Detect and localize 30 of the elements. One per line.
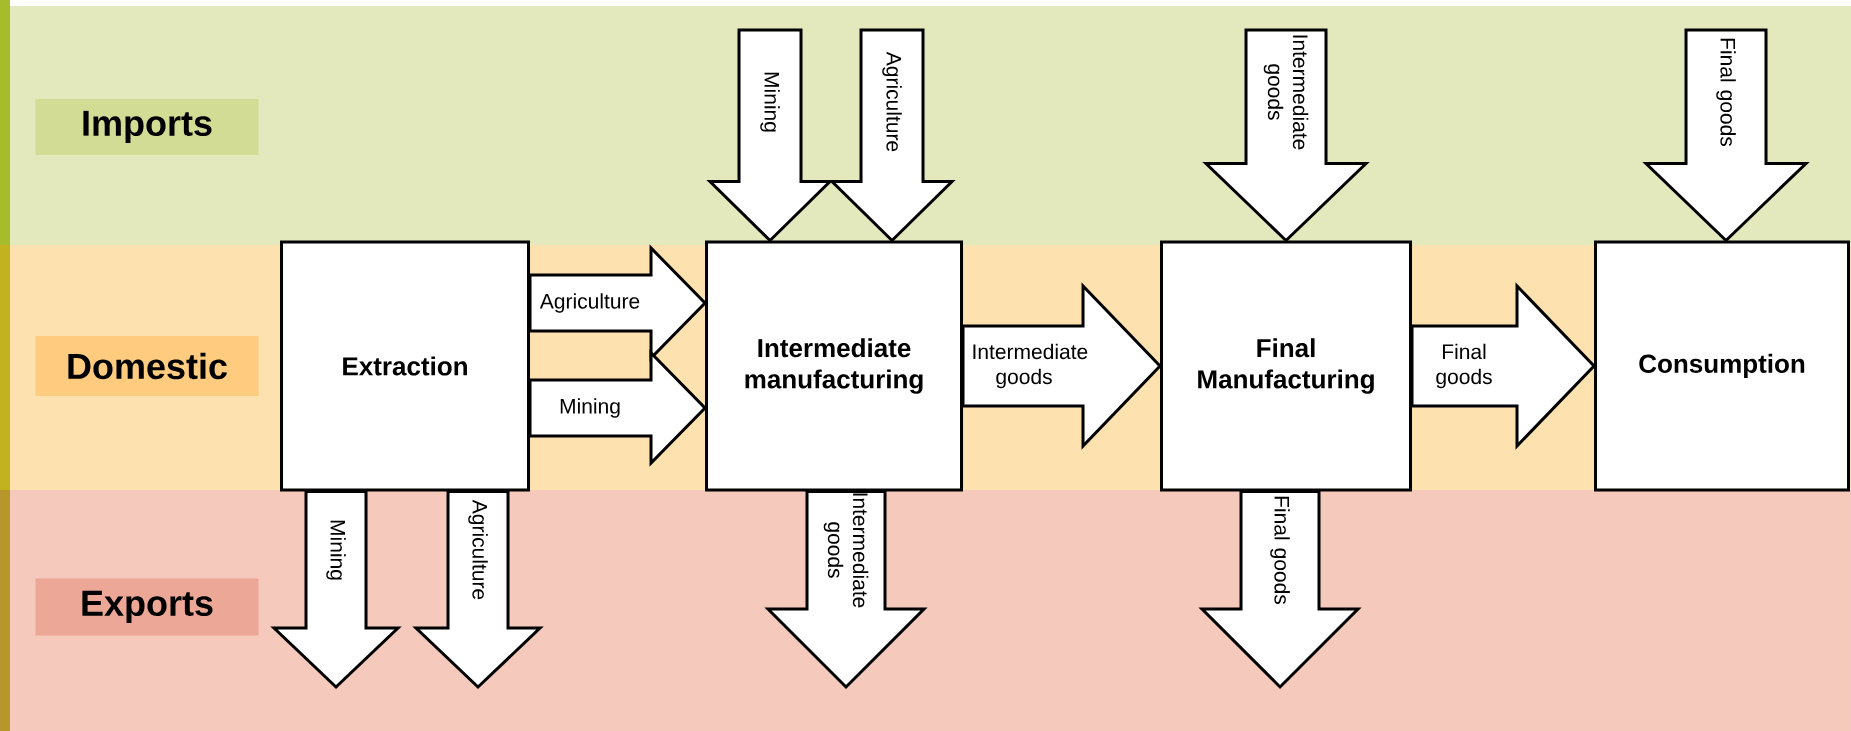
block-arrow xyxy=(961,282,1163,450)
edge-label: Intermediate goods xyxy=(973,343,1088,389)
edge-label: Agriculture xyxy=(539,293,640,313)
block-arrow xyxy=(412,490,544,690)
process-box: Final Manufacturing xyxy=(1160,240,1412,492)
block-arrow xyxy=(1642,28,1810,243)
process-box: Extraction xyxy=(280,240,530,492)
edge-label: Final goods xyxy=(1436,343,1492,389)
edge-label: Intermediate goods xyxy=(823,493,869,608)
edge-label: Final goods xyxy=(1716,38,1736,147)
process-box: Intermediate manufacturing xyxy=(705,240,963,492)
edge-label: Intermediate goods xyxy=(1263,35,1309,150)
block-arrow xyxy=(270,490,402,690)
edge-label: Mining xyxy=(326,520,346,580)
edge-label: Mining xyxy=(760,72,780,132)
block-arrow xyxy=(1198,490,1362,690)
band-label: Imports xyxy=(35,99,259,155)
block-arrow xyxy=(1410,282,1597,450)
edge-label: Agriculture xyxy=(882,51,902,152)
block-arrow xyxy=(828,28,956,243)
edge-label: Final goods xyxy=(1270,496,1290,605)
edge-label: Agriculture xyxy=(468,499,488,600)
process-box: Consumption xyxy=(1594,240,1850,492)
block-arrow xyxy=(528,349,708,467)
block-arrow xyxy=(764,490,928,690)
block-arrow xyxy=(1202,28,1370,243)
edge-label: Mining xyxy=(560,398,620,418)
block-arrow xyxy=(706,28,834,243)
band-label: Exports xyxy=(35,578,259,636)
band-label: Domestic xyxy=(35,336,259,396)
